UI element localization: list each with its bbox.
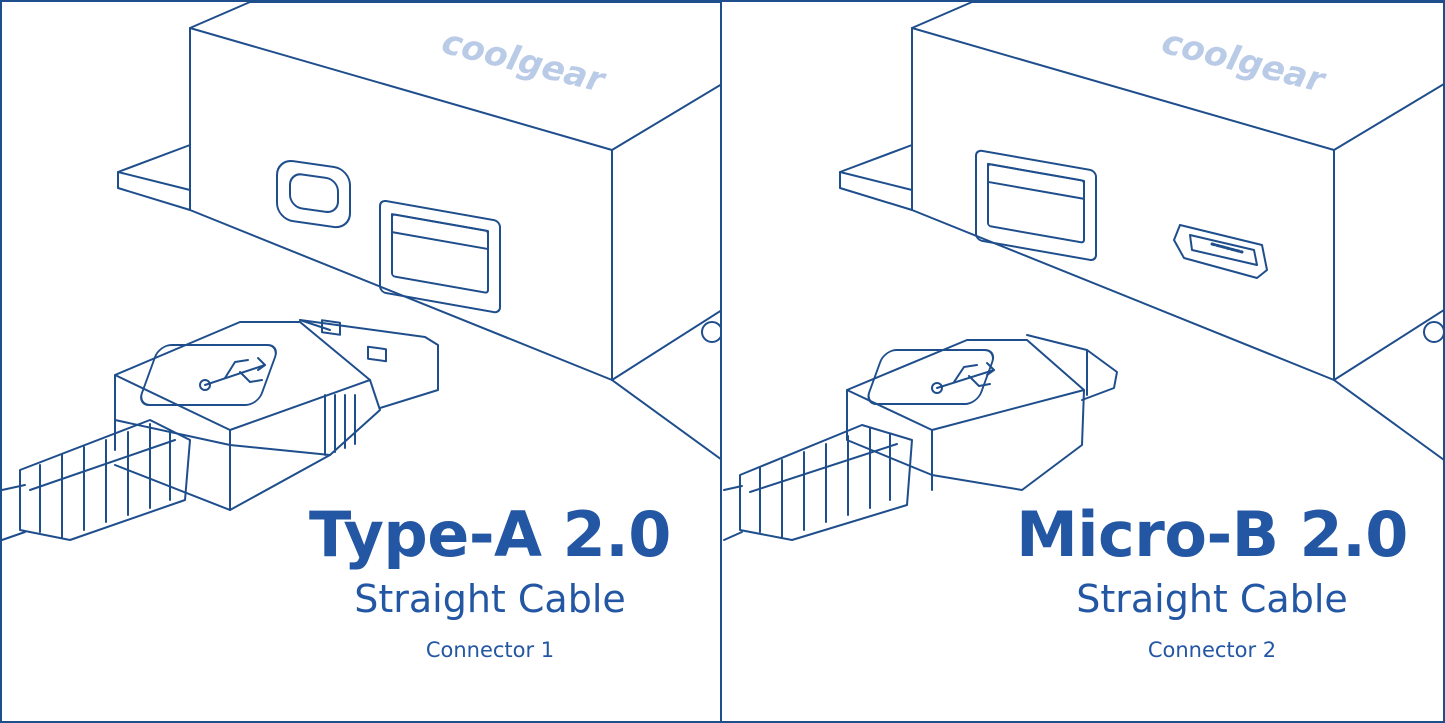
outer-frame bbox=[0, 0, 1445, 723]
comparison-graphic: Type-A 2.0 Straight Cable Connector 1 bbox=[0, 0, 1445, 723]
